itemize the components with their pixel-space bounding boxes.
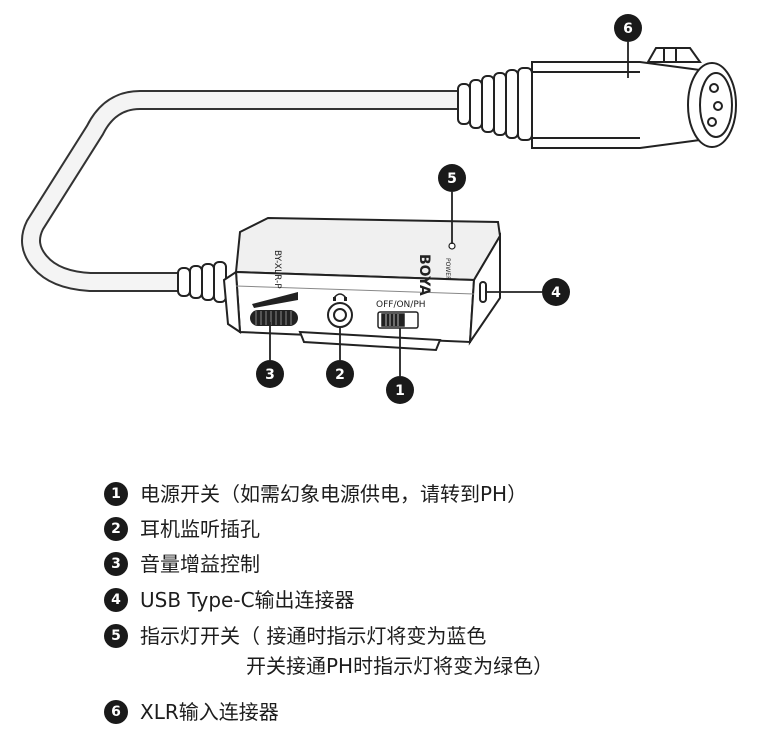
callout-5: 5 — [438, 164, 466, 192]
device-body — [222, 216, 502, 352]
legend-item-4: 4 USB Type-C输出连接器 — [104, 586, 355, 614]
callout-6-num: 6 — [623, 21, 633, 37]
callout-2: 2 — [326, 360, 354, 388]
side-model-label: BY-XLR-P — [272, 250, 282, 289]
legend-text: 耳机监听插孔 — [140, 517, 260, 541]
volume-wheel — [250, 292, 298, 326]
brand-logo: BOYA — [416, 254, 432, 296]
legend-text: USB Type-C输出连接器 — [140, 588, 355, 612]
callout-1: 1 — [386, 376, 414, 404]
legend-num: 4 — [104, 588, 128, 612]
callout-1-num: 1 — [395, 383, 405, 399]
callout-4: 4 — [542, 278, 570, 306]
power-label: POWER — [444, 258, 451, 280]
cable — [21, 90, 475, 292]
legend-num: 5 — [104, 624, 128, 648]
legend-text: XLR输入连接器 — [140, 700, 279, 724]
legend-text: 指示灯开关（ 接通时指示灯将变为蓝色 — [140, 624, 487, 648]
callout-2-num: 2 — [335, 367, 345, 383]
device-diagram: BOYA BY-XLR-P POWER OFF/ON/PH — [21, 14, 737, 404]
callout-6: 6 — [614, 14, 642, 42]
legend-num: 6 — [104, 700, 128, 724]
legend-item-5-line2: 开关接通PH时指示灯将变为绿色） — [104, 652, 553, 680]
legend-text: 音量增益控制 — [140, 552, 260, 576]
power-switch — [377, 311, 419, 329]
legend-num: 1 — [104, 482, 128, 506]
legend-num: 3 — [104, 552, 128, 576]
legend-item-2: 2 耳机监听插孔 — [104, 515, 260, 543]
callout-3: 3 — [256, 360, 284, 388]
strain-relief-device — [177, 261, 227, 303]
callout-4-num: 4 — [551, 285, 561, 301]
legend-item-1: 1 电源开关（如需幻象电源供电，请转到PH） — [104, 480, 527, 508]
headphone-jack — [327, 293, 353, 328]
leader-lines — [269, 42, 629, 376]
legend-item-5: 5 指示灯开关（ 接通时指示灯将变为蓝色 — [104, 622, 486, 650]
callout-5-num: 5 — [447, 171, 457, 187]
usb-c-port — [479, 281, 487, 303]
legend-num: 2 — [104, 517, 128, 541]
legend-item-3: 3 音量增益控制 — [104, 550, 260, 578]
xlr-connector — [457, 47, 737, 149]
callout-3-num: 3 — [265, 367, 275, 383]
legend-text-continued: 开关接通PH时指示灯将变为绿色） — [246, 654, 554, 678]
switch-label: OFF/ON/PH — [376, 300, 426, 310]
legend-text: 电源开关（如需幻象电源供电，请转到PH） — [140, 482, 528, 506]
legend-item-6: 6 XLR输入连接器 — [104, 698, 279, 726]
